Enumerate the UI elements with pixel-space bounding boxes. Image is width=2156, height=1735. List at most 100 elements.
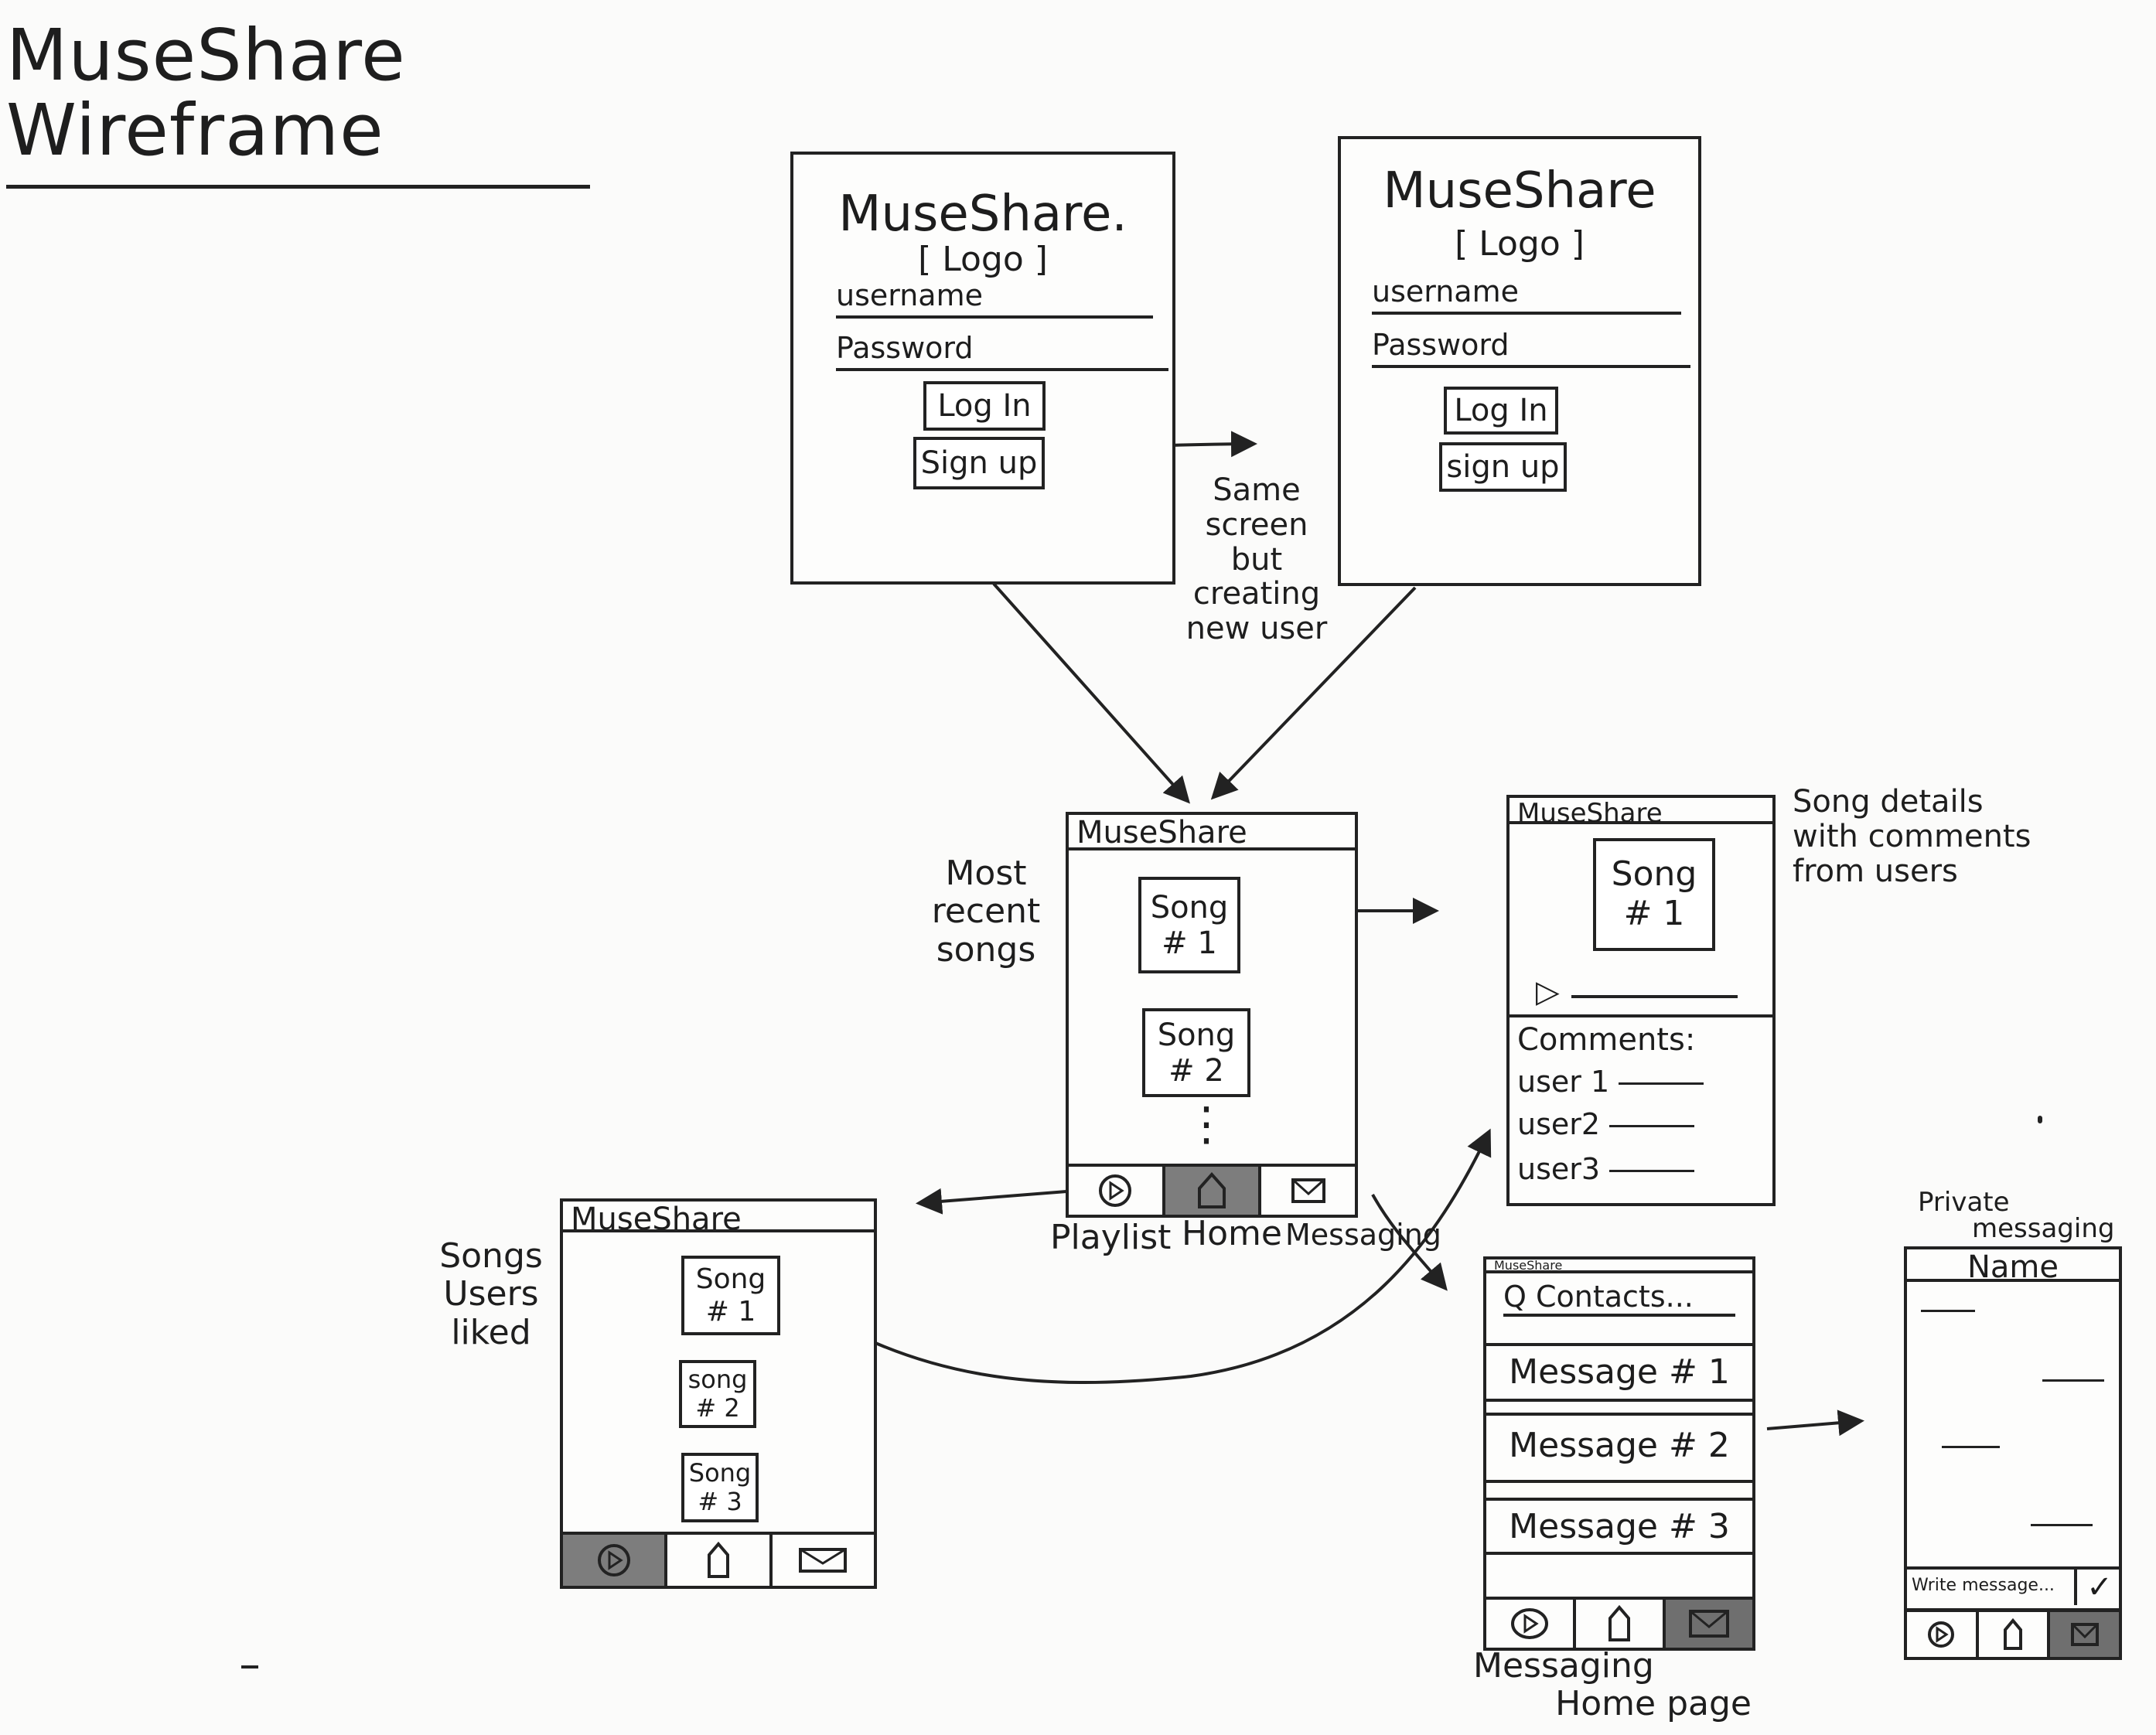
note-line: screen [1205,506,1308,543]
mail-icon [799,1548,848,1573]
write-message-row: Write message... ✓ [1907,1566,2119,1611]
nav-home[interactable] [1165,1167,1262,1215]
mail-icon [1291,1178,1325,1203]
playlist-nav-bar [563,1532,874,1586]
note-song-details: Song details with comments from users [1793,785,2048,888]
playlist-screen: MuseShare Song # 1 song # 2 Song # 3 [560,1198,877,1589]
messaging-divider [1486,1413,1752,1416]
more-songs-indicator: ⋮ [1183,1097,1230,1151]
home-song-2[interactable]: Song # 2 [1142,1008,1250,1097]
playlist-song-1[interactable]: Song # 1 [681,1256,780,1335]
signup-username-field[interactable]: username [1372,274,1681,315]
playlist-song-2[interactable]: song # 2 [679,1360,756,1428]
signup-logo-placeholder: [ Logo ] [1455,224,1585,264]
nav-home[interactable] [667,1535,773,1586]
nav-label-playlist: Playlist [1050,1218,1172,1257]
home-header: MuseShare [1069,815,1355,850]
play-icon [597,1544,630,1576]
send-button[interactable]: ✓ [2074,1570,2122,1605]
play-icon [1511,1608,1548,1639]
note-line: Private [1918,1187,2010,1218]
note-line: Same [1213,472,1301,508]
home-song-1[interactable]: Song # 1 [1138,877,1240,973]
note-songs-liked: Songs Users liked [429,1237,553,1352]
messaging-divider [1486,1498,1752,1501]
song-number: # 3 [698,1487,742,1516]
signup-screen-signup-button[interactable]: sign up [1439,442,1567,492]
home-icon [1198,1171,1226,1208]
arrow-playlist-song-to-detail [776,1128,1492,1385]
home-screen: MuseShare Song # 1 Song # 2 ⋮ [1066,812,1358,1218]
note-line: recent [931,891,1041,932]
login-password-field[interactable]: Password [836,331,1168,371]
nav-messaging[interactable] [2050,1612,2120,1657]
nav-playlist[interactable] [563,1535,668,1586]
detail-play-button[interactable]: ▷ [1536,974,1560,1010]
contacts-search[interactable]: Q Contacts... [1503,1280,1735,1317]
song-title: Song [1157,1017,1236,1053]
signup-button[interactable]: Sign up [913,437,1045,489]
note-line: Song details [1793,784,1984,820]
nav-home[interactable] [1576,1600,1666,1648]
incoming-message-placeholder [1921,1310,1975,1312]
arrow-home-to-playlist [916,1188,1077,1215]
note-line: new user [1185,611,1328,647]
login-username-field[interactable]: username [836,278,1153,319]
nav-playlist[interactable] [1069,1167,1165,1215]
message-item-2[interactable]: Message # 2 [1509,1426,1730,1465]
note-same-screen: Same screen but creating new user [1172,473,1342,646]
note-line: liked [451,1312,531,1352]
song-title: Song [1150,889,1229,925]
note-line: messaging [1972,1213,2115,1244]
message-item-3[interactable]: Message # 3 [1509,1507,1730,1546]
comment-text-placeholder [1609,1125,1695,1127]
detail-song-art: Song # 1 [1593,838,1715,951]
playlist-song-3[interactable]: Song # 3 [681,1453,759,1522]
note-line: songs [936,929,1036,970]
outgoing-message-placeholder [2042,1379,2104,1382]
note-line: Songs [439,1236,543,1276]
arrow-home-to-messaging [1371,1194,1448,1291]
comment-row: user2 [1517,1107,1695,1141]
nav-messaging[interactable] [773,1535,874,1586]
write-message-input[interactable]: Write message... [1912,1576,2055,1595]
note-most-recent: Most recent songs [920,854,1052,969]
arrow-signup-to-home [1210,586,1417,800]
signup-screen-login-button[interactable]: Log In [1444,387,1558,435]
incoming-message-placeholder [1942,1446,2000,1448]
detail-divider [1510,1014,1772,1017]
nav-messaging[interactable] [1261,1167,1355,1215]
note-line: Most [945,854,1027,893]
comment-user: user2 [1517,1107,1601,1141]
note-line: Home page [1555,1684,1752,1724]
comments-title: Comments: [1517,1022,1696,1058]
song-number: # 1 [1623,894,1685,933]
song-number: # 2 [1168,1052,1224,1089]
song-number: # 1 [705,1295,756,1328]
home-icon [707,1541,729,1578]
song-number: # 2 [695,1393,740,1423]
nav-playlist[interactable] [1907,1612,1979,1657]
song-detail-screen: MuseShare Song # 1 ▷ Comments: user 1 us… [1506,795,1776,1206]
signup-password-field[interactable]: Password [1372,328,1690,368]
detail-progress-bar[interactable] [1571,995,1738,998]
messaging-header: MuseShare [1486,1259,1752,1273]
messaging-nav-bar [1486,1597,1752,1648]
message-item-1[interactable]: Message # 1 [1509,1352,1730,1392]
nav-playlist[interactable] [1486,1600,1576,1648]
note-messaging-home: Messaging Home page [1473,1647,1752,1723]
comment-user: user3 [1517,1152,1601,1186]
comment-text-placeholder [1609,1170,1695,1172]
login-screen: MuseShare. [ Logo ] username Password Lo… [790,152,1175,585]
note-line: from users [1793,853,1958,889]
song-title: Song [1611,854,1697,895]
nav-home[interactable] [1979,1612,2051,1657]
nav-messaging[interactable] [1666,1600,1752,1648]
play-icon [1928,1621,1955,1648]
login-logo-placeholder: [ Logo ] [918,240,1048,279]
messaging-divider [1486,1552,1752,1555]
messaging-screen: MuseShare Q Contacts... Message # 1 Mess… [1483,1256,1755,1651]
messaging-divider [1486,1343,1752,1346]
login-button[interactable]: Log In [923,381,1046,431]
